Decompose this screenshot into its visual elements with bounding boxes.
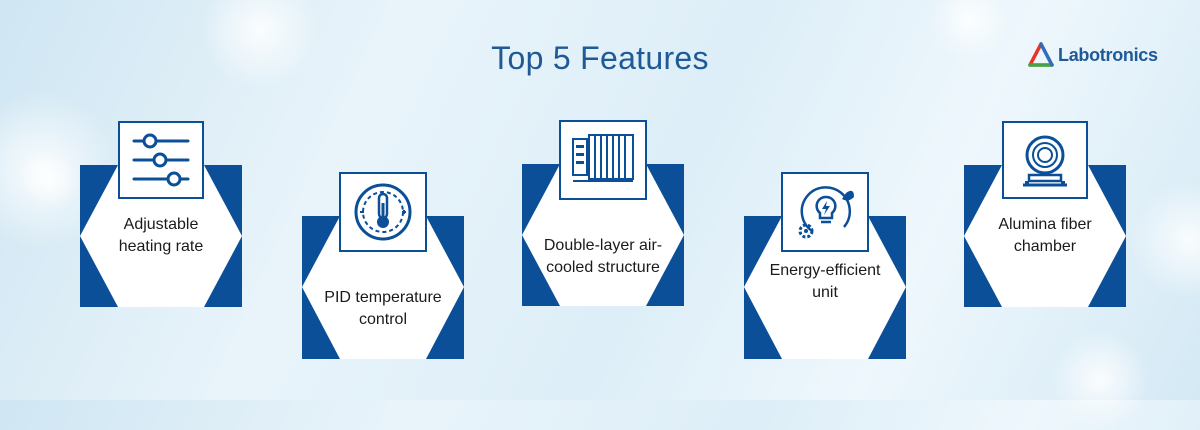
feature-label: Alumina fiber chamber — [998, 216, 1092, 255]
feature-card-1: Adjustable heating rate — [80, 121, 242, 307]
logo-text: Labotronics — [1058, 44, 1158, 65]
hexagon-shape — [964, 165, 1126, 307]
feature-label: Adjustable heating rate — [118, 216, 204, 255]
cooling-unit-icon — [572, 134, 634, 182]
triangle-logo-icon — [1028, 42, 1054, 67]
feature-card-5: Alumina fiber chamber — [964, 121, 1126, 307]
feature-icon-box — [118, 121, 204, 199]
feature-label: Double-layer air-cooled structure — [543, 237, 663, 276]
feature-card-4: Energy-efficient unit — [744, 172, 906, 359]
feature-icon-box — [1002, 121, 1088, 199]
chamber-icon — [1023, 135, 1067, 187]
brand-logo: Labotronics — [1028, 40, 1158, 70]
feature-card-2: PID temperature control — [302, 172, 464, 359]
sliders-icon — [132, 133, 190, 187]
feature-icon-box — [781, 172, 869, 252]
feature-label: Energy-efficient unit — [769, 262, 881, 301]
page-title: Top 5 Features — [491, 40, 709, 76]
bokeh-decoration — [1050, 330, 1150, 430]
energy-bulb-gear-icon — [798, 186, 854, 239]
feature-label: PID temperature control — [324, 289, 442, 328]
bokeh-decoration — [20, 150, 80, 210]
feature-icon-box — [559, 120, 647, 200]
feature-card-3: Double-layer air-cooled structure — [522, 120, 684, 306]
hexagon-shape — [80, 165, 242, 307]
bokeh-decoration — [1130, 180, 1200, 300]
feature-icon-box — [339, 172, 427, 252]
thermometer-dial-icon — [354, 183, 412, 241]
